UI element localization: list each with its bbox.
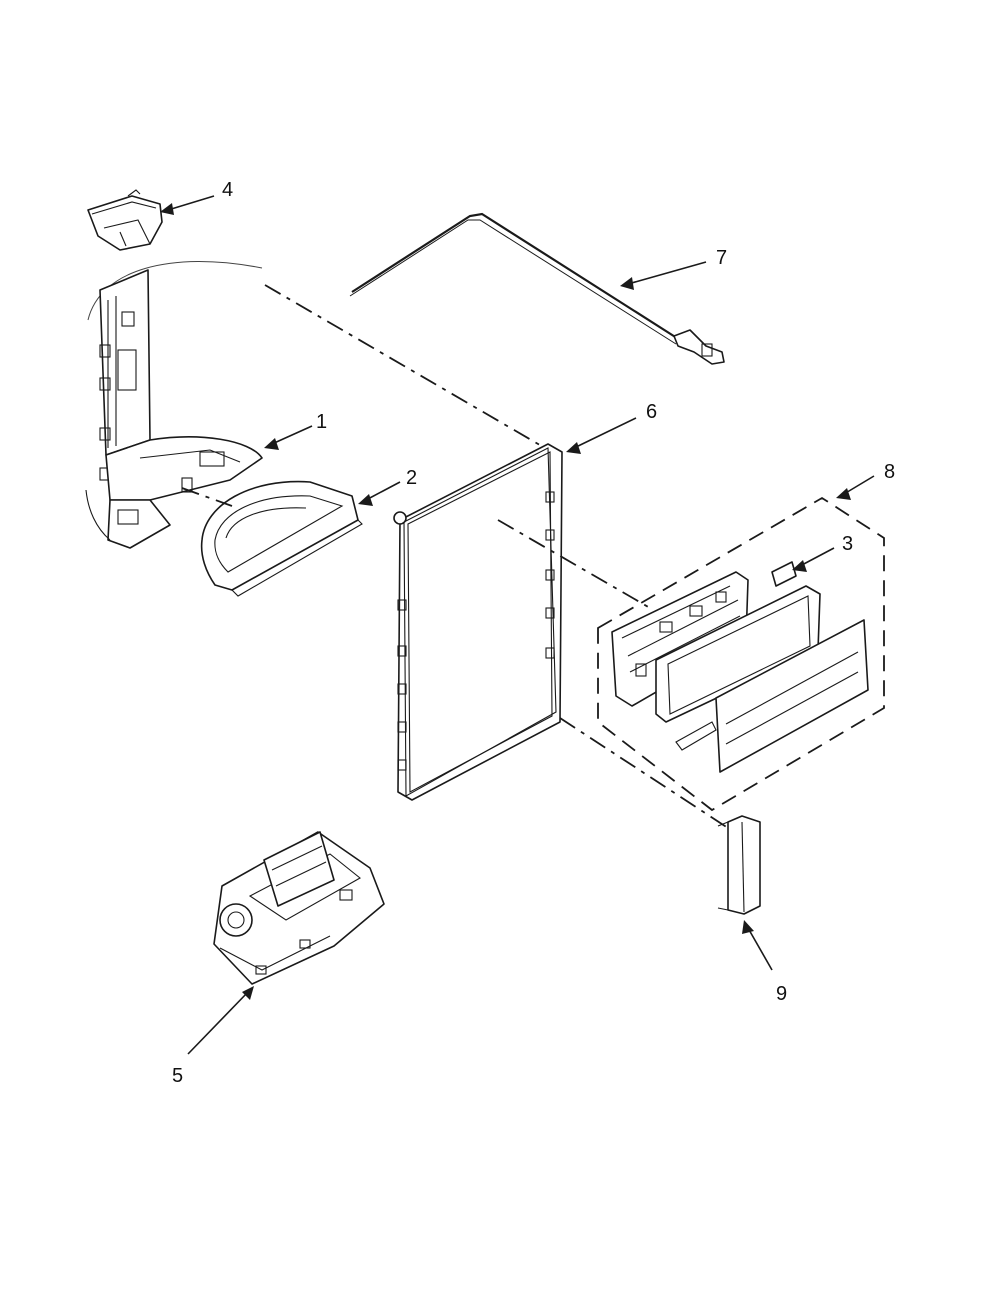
callout-2: 2: [406, 467, 417, 489]
callout-5: 5: [172, 1065, 183, 1087]
callout-labels: 4 7 1 2 6 8 3 9 5: [172, 179, 895, 1087]
callout-4: 4: [222, 179, 233, 201]
part-7-tube: [349, 212, 725, 365]
callout-8: 8: [884, 461, 895, 483]
callout-3: 3: [842, 533, 853, 555]
callout-7: 7: [716, 247, 727, 269]
part-4-cup: [87, 189, 163, 251]
part-3-control-board: [611, 561, 869, 773]
alignment-lines: [181, 284, 729, 829]
callout-9: 9: [776, 983, 787, 1005]
part-5-mechanism: [213, 831, 385, 985]
callout-1: 1: [316, 411, 327, 433]
callout-leaders: [160, 195, 875, 1055]
part-6-frame: [393, 443, 563, 801]
part-2-drip-tray: [200, 480, 363, 597]
part-8-control-assembly: [597, 496, 885, 812]
part-9-bar: [717, 815, 761, 915]
part-1-housing: [85, 261, 263, 549]
callout-6: 6: [646, 401, 657, 423]
